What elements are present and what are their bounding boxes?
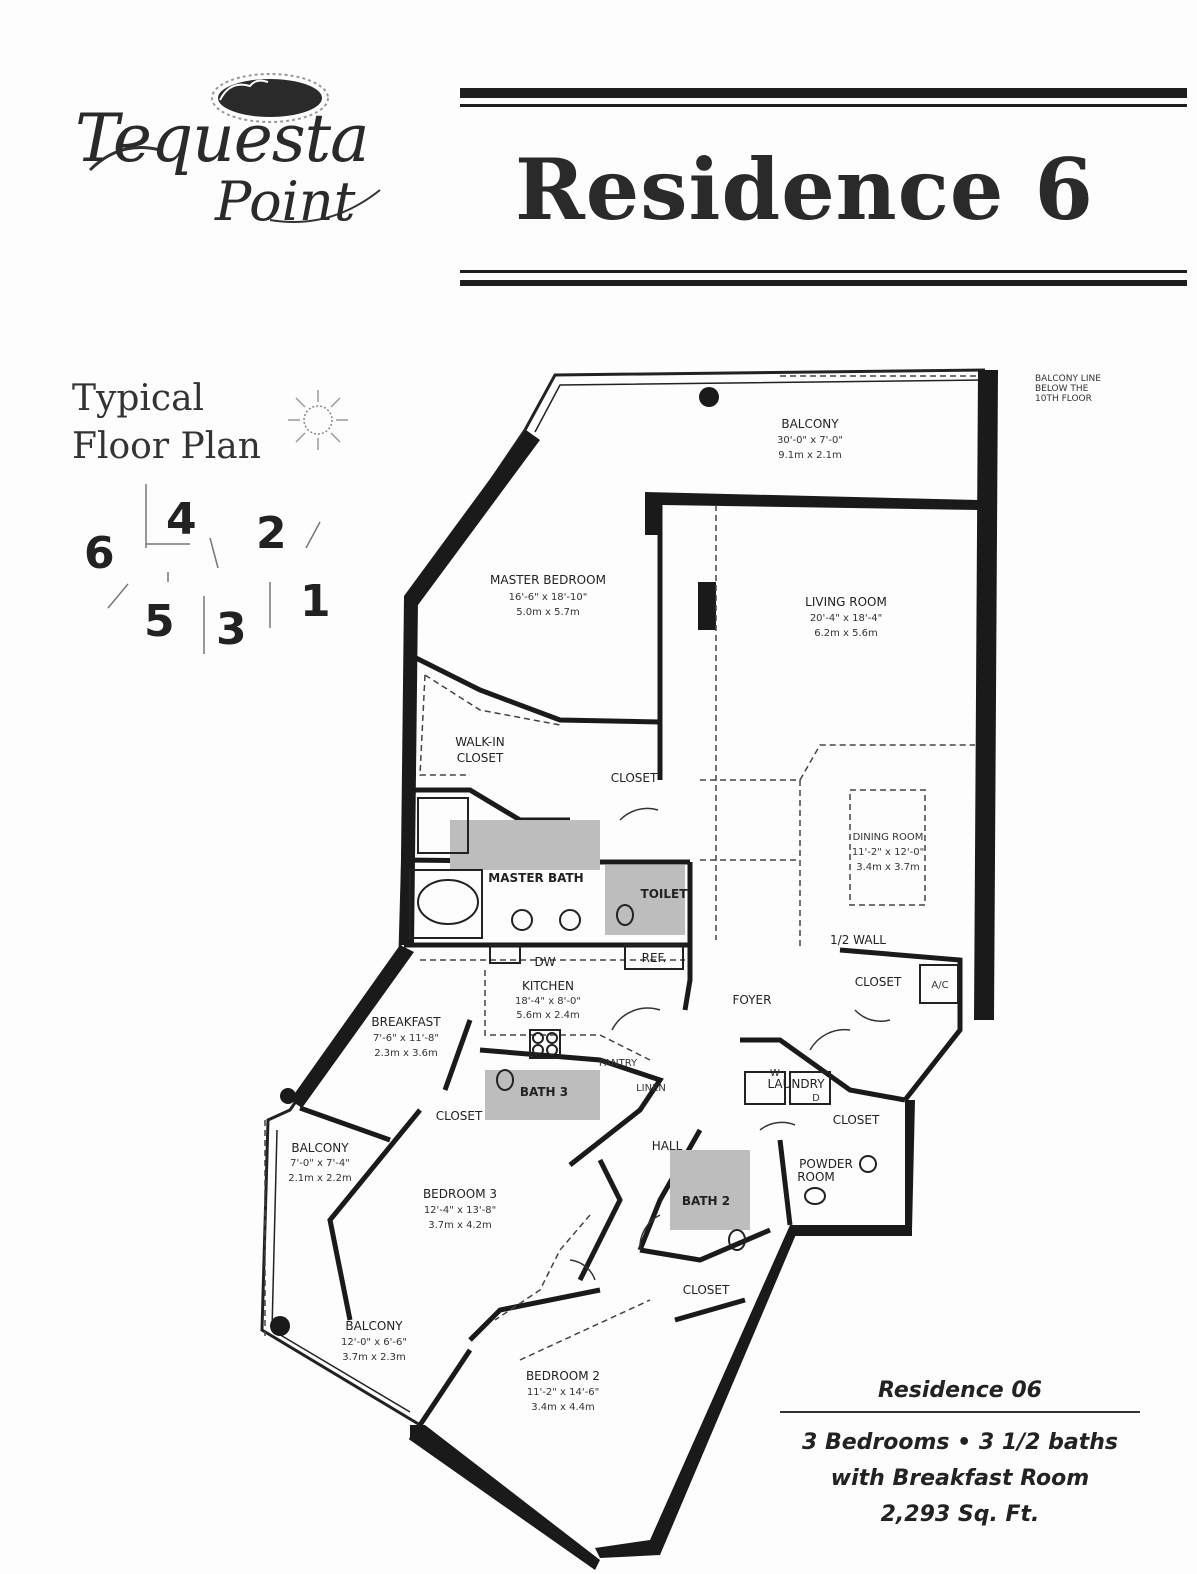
- fixtures: [409, 797, 959, 1251]
- column: [699, 387, 719, 407]
- washer-label: W: [770, 1068, 780, 1079]
- svg-text:DINING ROOM: DINING ROOM: [853, 832, 924, 843]
- svg-text:MASTER BEDROOM: MASTER BEDROOM: [490, 573, 606, 587]
- svg-text:7'-0" x 7'-4": 7'-0" x 7'-4": [290, 1158, 350, 1169]
- svg-text:16'-6" x 18'-10": 16'-6" x 18'-10": [509, 592, 588, 603]
- half-wall-label: 1/2 WALL: [830, 933, 886, 947]
- door-swings: [569, 807, 891, 1281]
- closet-label-bedroom-3: CLOSET: [436, 1109, 483, 1123]
- room-bedroom-2: BEDROOM 2 11'-2" x 14'-6" 3.4m x 4.4m: [526, 1369, 600, 1413]
- svg-text:7'-6" x 11'-8": 7'-6" x 11'-8": [373, 1033, 439, 1044]
- column: [280, 1088, 296, 1104]
- closet-label-bedroom-2: CLOSET: [683, 1283, 730, 1297]
- summary-bedrooms-baths: 3 Bedrooms • 3 1/2 baths: [801, 1430, 1119, 1455]
- svg-text:BALCONY: BALCONY: [291, 1141, 349, 1155]
- closet-label-powder: CLOSET: [833, 1113, 880, 1127]
- svg-text:9.1m x 2.1m: 9.1m x 2.1m: [778, 450, 842, 461]
- master-bath-tile: [450, 820, 750, 1230]
- walk-in-label-2: CLOSET: [457, 751, 504, 765]
- svg-text:BEDROOM 2: BEDROOM 2: [526, 1369, 600, 1383]
- refrigerator-label: REF.: [642, 951, 667, 965]
- master-bath-label: MASTER BATH: [488, 871, 583, 885]
- powder-room-label-2: ROOM: [797, 1170, 835, 1184]
- svg-text:BREAKFAST: BREAKFAST: [371, 1015, 441, 1029]
- pantry-label: PANTRY: [599, 1058, 638, 1069]
- svg-text:11'-2" x 12'-0": 11'-2" x 12'-0": [852, 847, 924, 858]
- closet-label-master: CLOSET: [611, 771, 658, 785]
- svg-text:5.6m x 2.4m: 5.6m x 2.4m: [516, 1010, 580, 1021]
- bath-3-label: BATH 3: [520, 1085, 568, 1099]
- balcony-note-line-1: BALCONY LINE: [1035, 374, 1101, 384]
- svg-text:3.4m x 3.7m: 3.4m x 3.7m: [856, 862, 920, 873]
- svg-text:30'-0" x 7'-0": 30'-0" x 7'-0": [777, 435, 843, 446]
- hall-label: HALL: [652, 1139, 683, 1153]
- ac-label: A/C: [931, 980, 948, 991]
- header-rule-top-thick: [460, 88, 1187, 98]
- room-balcony-left: BALCONY 7'-0" x 7'-4" 2.1m x 2.2m: [288, 1141, 352, 1184]
- svg-text:BALCONY: BALCONY: [345, 1319, 403, 1333]
- svg-text:KITCHEN: KITCHEN: [522, 979, 574, 993]
- key-plan-unit-2: 2: [256, 508, 287, 559]
- bath-2-label: BATH 2: [682, 1194, 730, 1208]
- svg-text:5.0m x 5.7m: 5.0m x 5.7m: [516, 607, 580, 618]
- key-plan-title-line-2: Floor Plan: [72, 426, 261, 467]
- summary-title: Residence 06: [878, 1378, 1042, 1403]
- summary-square-feet: 2,293 Sq. Ft.: [880, 1502, 1040, 1527]
- logo-line-1: Tequesta: [75, 100, 370, 177]
- foyer-label: FOYER: [733, 993, 772, 1007]
- powder-room-label-1: POWDER: [799, 1157, 853, 1171]
- closet-label-foyer: CLOSET: [855, 975, 902, 989]
- key-plan-unit-1: 1: [300, 576, 331, 627]
- svg-text:18'-4" x 8'-0": 18'-4" x 8'-0": [515, 996, 581, 1007]
- room-kitchen: KITCHEN 18'-4" x 8'-0" 5.6m x 2.4m: [515, 979, 581, 1021]
- svg-text:20'-4" x 18'-4": 20'-4" x 18'-4": [810, 613, 882, 624]
- key-plan-title-line-1: Typical: [72, 378, 205, 419]
- room-living-room: LIVING ROOM 20'-4" x 18'-4" 6.2m x 5.6m: [805, 595, 887, 639]
- svg-text:3.7m x 4.2m: 3.7m x 4.2m: [428, 1220, 492, 1231]
- svg-text:BALCONY: BALCONY: [781, 417, 839, 431]
- key-plan-unit-6: 6: [84, 528, 115, 579]
- column: [270, 1316, 290, 1336]
- tequesta-point-logo: [88, 73, 381, 223]
- summary-breakfast-room: with Breakfast Room: [830, 1466, 1090, 1491]
- balcony-note-line-2: BELOW THE: [1035, 384, 1089, 394]
- svg-text:BEDROOM 3: BEDROOM 3: [423, 1187, 497, 1201]
- room-balcony-top: BALCONY 30'-0" x 7'-0" 9.1m x 2.1m: [777, 417, 843, 461]
- room-balcony-bottom: BALCONY 12'-0" x 6'-6" 3.7m x 2.3m: [341, 1319, 407, 1363]
- svg-text:2.3m x 3.6m: 2.3m x 3.6m: [374, 1048, 438, 1059]
- svg-text:LIVING ROOM: LIVING ROOM: [805, 595, 887, 609]
- laundry-label: LAUNDRY: [767, 1077, 825, 1091]
- header-rule-bottom-thin: [460, 270, 1187, 273]
- toilet-label: TOILET: [641, 887, 689, 901]
- svg-text:12'-4" x 13'-8": 12'-4" x 13'-8": [424, 1205, 496, 1216]
- room-bedroom-3: BEDROOM 3 12'-4" x 13'-8" 3.7m x 4.2m: [423, 1187, 497, 1231]
- svg-text:11'-2" x 14'-6": 11'-2" x 14'-6": [527, 1387, 599, 1398]
- linen-label: LINEN: [636, 1083, 666, 1094]
- logo-line-2: Point: [215, 170, 356, 233]
- dryer-label: D: [812, 1093, 820, 1104]
- key-plan-unit-3: 3: [216, 604, 247, 655]
- walk-in-label-1: WALK-IN: [455, 735, 505, 749]
- summary-divider: [780, 1411, 1140, 1413]
- svg-text:3.7m x 2.3m: 3.7m x 2.3m: [342, 1352, 406, 1363]
- room-breakfast: BREAKFAST 7'-6" x 11'-8" 2.3m x 3.6m: [371, 1015, 441, 1059]
- page-title: Residence 6: [515, 140, 1094, 239]
- residence-summary: Residence 06 3 Bedrooms • 3 1/2 baths wi…: [780, 1378, 1140, 1533]
- room-master-bedroom: MASTER BEDROOM 16'-6" x 18'-10" 5.0m x 5…: [490, 573, 606, 618]
- dishwasher-label: DW: [534, 955, 555, 969]
- header-rule-bottom-thick: [460, 280, 1187, 286]
- key-plan-lines: [107, 484, 321, 654]
- key-plan: 6 4 2 5 3 1: [70, 478, 331, 658]
- svg-text:2.1m x 2.2m: 2.1m x 2.2m: [288, 1173, 352, 1184]
- key-plan-unit-4: 4: [166, 494, 197, 545]
- svg-text:3.4m x 4.4m: 3.4m x 4.4m: [531, 1402, 595, 1413]
- svg-text:12'-0" x 6'-6": 12'-0" x 6'-6": [341, 1337, 407, 1348]
- compass-icon: [288, 390, 348, 450]
- key-plan-unit-5: 5: [144, 596, 175, 647]
- header-rule-top-thin: [460, 104, 1187, 107]
- svg-text:6.2m x 5.6m: 6.2m x 5.6m: [814, 628, 878, 639]
- room-dining-room: DINING ROOM 11'-2" x 12'-0" 3.4m x 3.7m: [852, 832, 924, 873]
- balcony-note-line-3: 10TH FLOOR: [1035, 394, 1092, 404]
